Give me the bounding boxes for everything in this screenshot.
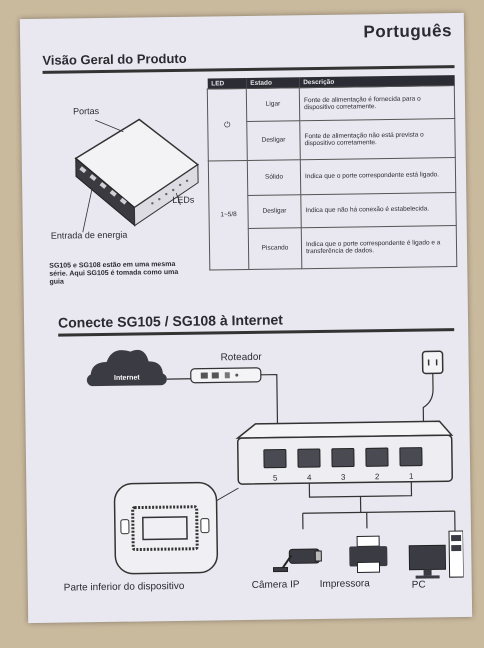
state-cell: Piscando xyxy=(248,227,302,270)
pc-caption: PC xyxy=(411,579,426,591)
switch-front-icon xyxy=(235,420,454,485)
state-cell: Desligar xyxy=(246,120,301,161)
port-number-label: 2 xyxy=(375,472,380,481)
router-icon xyxy=(190,367,262,384)
leds-label: LEDs xyxy=(172,194,195,206)
power-led-icon: ⏻ xyxy=(207,88,248,162)
ip-camera-icon xyxy=(272,548,322,573)
header-led: LED xyxy=(207,77,247,90)
table-row: 1~5/8 Sólido Indica que o porte correspo… xyxy=(208,157,456,271)
table-row: ⏻ Ligar Fonte de alimentação é fornecida… xyxy=(207,85,455,162)
description-cell: Fonte de alimentação não está prevista o… xyxy=(299,118,456,160)
internet-text: Internet xyxy=(114,374,140,381)
printer-caption: Impressora xyxy=(319,578,370,590)
port-number-label: 5 xyxy=(273,474,278,483)
router-label: Roteador xyxy=(220,352,262,364)
power-label: Entrada de energia xyxy=(50,229,128,241)
connect-title: Conecte SG105 / SG108 à Internet xyxy=(57,311,284,331)
description-cell: Indica que o porte correspondente está l… xyxy=(300,157,456,195)
bottom-caption: Parte inferior do dispositivo xyxy=(63,580,185,594)
pc-icon xyxy=(408,530,465,579)
state-cell: Sólido xyxy=(247,159,301,196)
device-bottom-icon xyxy=(113,481,219,575)
switch-illustration xyxy=(74,118,200,233)
ports-label: Portas xyxy=(73,106,100,117)
connection-diagram: Internet Roteador xyxy=(86,349,465,579)
camera-caption: Câmera IP xyxy=(251,579,300,591)
overview-title: Visão Geral do Produto xyxy=(42,50,187,68)
port-number-label: 1 xyxy=(409,472,414,481)
port-number-label: 4 xyxy=(307,473,312,482)
port-number-label: 3 xyxy=(341,473,346,482)
printer-icon xyxy=(349,535,388,573)
description-cell: Fonte de alimentação é fornecida para o … xyxy=(299,85,455,121)
language-heading: Português xyxy=(363,21,453,42)
power-adapter-icon xyxy=(421,350,444,428)
cloud-icon xyxy=(86,349,167,387)
state-cell: Desligar xyxy=(247,194,302,229)
port-led-label: 1~5/8 xyxy=(208,160,249,271)
manual-page: Português Visão Geral do Produto Portas … xyxy=(19,12,473,624)
header-state: Estado xyxy=(246,77,300,89)
description-cell: Indica que o porte correspondente é liga… xyxy=(301,225,457,269)
description-cell: Indica que não há conexão é estabelecida… xyxy=(300,192,457,228)
series-note: SG105 e SG108 estão em uma mesma série. … xyxy=(49,260,179,286)
led-table: LED Estado Descrição ⏻ Ligar Fonte de al… xyxy=(207,75,458,271)
state-cell: Ligar xyxy=(246,87,300,122)
